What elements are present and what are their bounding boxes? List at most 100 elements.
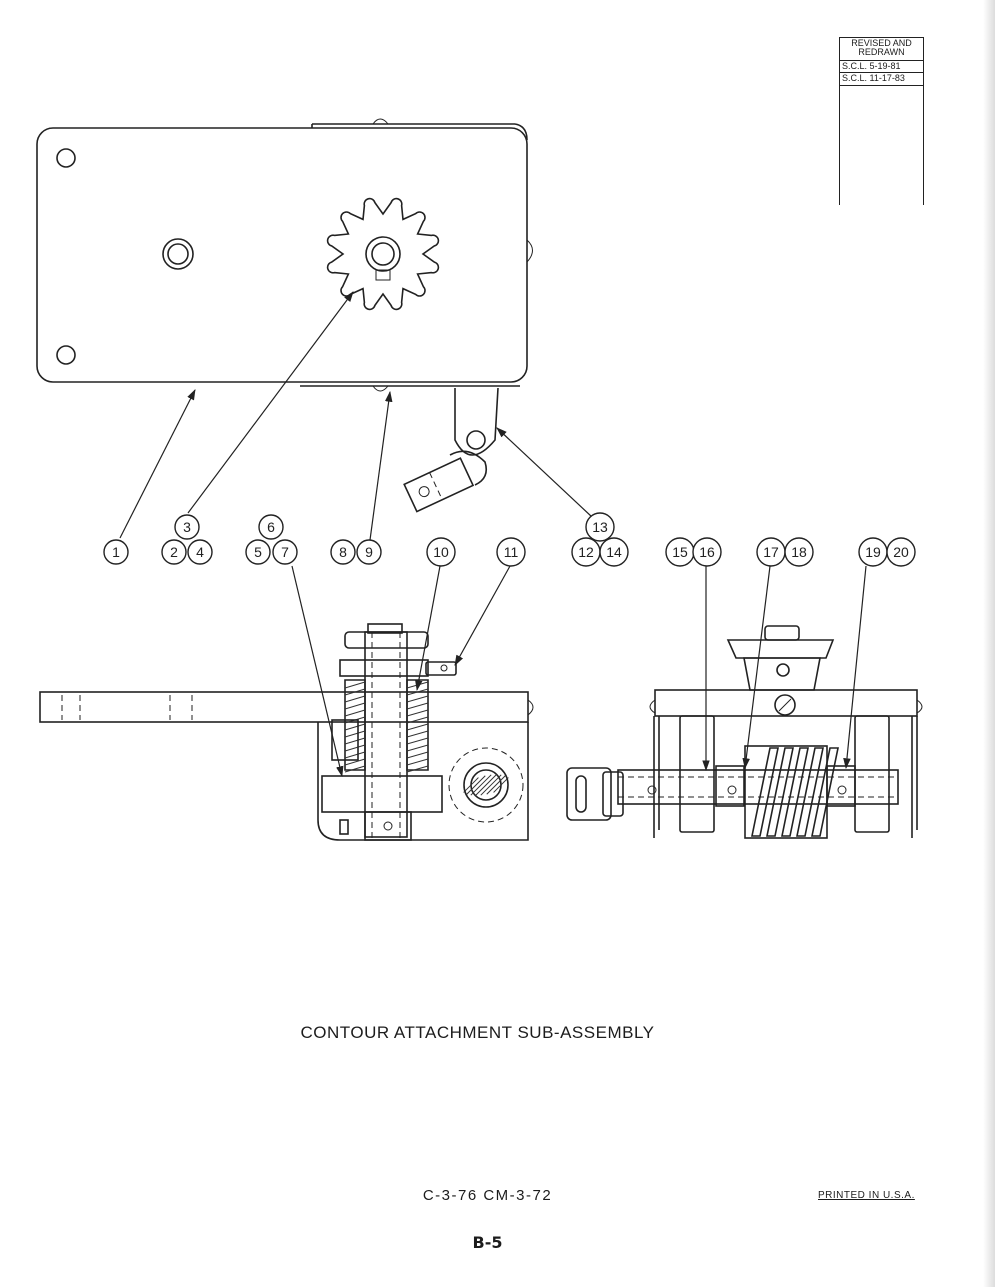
- right-bearing-block: [854, 715, 890, 833]
- clevis-hidden-line: [429, 472, 443, 500]
- collar-hole: [776, 663, 790, 677]
- callout-14: 14: [599, 537, 629, 567]
- bore-hatch-line: [486, 775, 506, 795]
- revision-header-line1: REVISED AND: [851, 38, 912, 48]
- spring-hatch-line: [344, 751, 366, 759]
- callout-15: 15: [665, 537, 695, 567]
- left-bearing-block: [679, 715, 715, 833]
- svg-text:20: 20: [893, 544, 909, 560]
- bore-hatch-line: [466, 775, 486, 795]
- lower-set-screw: [383, 821, 393, 831]
- collar-screw-left: [727, 785, 737, 795]
- tab-hole: [440, 664, 448, 672]
- svg-text:6: 6: [267, 519, 275, 535]
- clevis-block: [403, 457, 475, 513]
- spring-hatch-line: [344, 758, 366, 766]
- worm-threads: [751, 747, 839, 837]
- spring-hatch-line: [406, 695, 429, 703]
- svg-text:5: 5: [254, 544, 262, 560]
- left-web: [331, 719, 359, 761]
- svg-text:18: 18: [791, 544, 807, 560]
- bore-hatch-line: [463, 777, 479, 793]
- shaft-collar-right: [826, 765, 856, 807]
- section-view-left: [39, 623, 534, 841]
- svg-text:11: 11: [504, 544, 519, 560]
- horizontal-bore: [321, 775, 443, 813]
- screw-slot: [778, 698, 792, 712]
- plate-top-corner: [514, 123, 528, 141]
- hub-cap: [367, 623, 403, 634]
- clevis-pin: [466, 430, 486, 450]
- clevis-body: [403, 457, 475, 513]
- spring-hatching: [344, 681, 429, 773]
- clevis-set-screw: [418, 486, 430, 498]
- bottom-stud: [372, 385, 389, 392]
- leader-3: [187, 291, 354, 514]
- sprocket-teeth: [326, 197, 440, 311]
- callout-10: 10: [426, 537, 456, 567]
- leader-11: [454, 565, 511, 666]
- adjust-tab: [425, 661, 457, 676]
- top-plate-view: [36, 118, 533, 513]
- right-sprocket: [726, 639, 835, 659]
- callout-9: 9: [356, 539, 382, 565]
- spring-hatch-line: [406, 737, 429, 745]
- leader-10: [415, 565, 441, 692]
- spring-hatch-line: [406, 765, 429, 773]
- svg-text:13: 13: [592, 519, 608, 535]
- top-sprocket-hub: [344, 631, 429, 649]
- mount-hole-upper: [56, 148, 76, 168]
- side-stud: [526, 239, 533, 263]
- spring-hatch-line: [344, 765, 366, 773]
- spring-hatch-line: [406, 716, 429, 724]
- spring-hatch-line: [406, 723, 429, 731]
- printed-in-label: PRINTED IN U.S.A.: [818, 1190, 915, 1201]
- section-view-right: [566, 625, 923, 839]
- clevis-yoke: [449, 450, 488, 486]
- bore-hatch-line: [493, 777, 509, 793]
- revision-header-line2: REDRAWN: [858, 47, 905, 58]
- svg-text:19: 19: [865, 544, 881, 560]
- worm-thread: [781, 747, 809, 837]
- gear-housing: [317, 722, 529, 841]
- spring-hatch-line: [406, 730, 429, 738]
- end-clevis-neck: [602, 771, 624, 817]
- drawing-caption: CONTOUR ATTACHMENT SUB-ASSEMBLY: [300, 1023, 655, 1042]
- clevis-slot: [575, 775, 587, 813]
- callout-17: 17: [756, 537, 786, 567]
- leader-7: [291, 565, 344, 778]
- spring-hatch-line: [406, 702, 429, 710]
- right-hub-cap: [764, 625, 800, 641]
- coupling-screw: [647, 785, 657, 795]
- revision-entry-1: S.C.L. 5-19-81: [840, 59, 923, 72]
- worm-thread: [751, 747, 779, 837]
- svg-text:1: 1: [112, 544, 120, 560]
- svg-text:9: 9: [365, 544, 373, 560]
- sprocket-shaft: [371, 242, 395, 266]
- svg-text:14: 14: [606, 544, 622, 560]
- revision-block: REVISED AND REDRAWN S.C.L. 5-19-81 S.C.L…: [839, 37, 924, 205]
- callout-13: 13: [585, 512, 615, 542]
- gear-bore-hatching: [463, 774, 509, 796]
- bore-hatch-line: [480, 774, 502, 796]
- spring-hatch-line: [344, 744, 366, 752]
- revision-entry-2: S.C.L. 11-17-83: [840, 72, 923, 84]
- worm-thread: [811, 747, 839, 837]
- callout-12: 12: [571, 537, 601, 567]
- svg-text:8: 8: [339, 544, 347, 560]
- lower-hub: [364, 811, 412, 841]
- spring-hatch-line: [406, 758, 429, 766]
- callout-3: 3: [174, 514, 200, 540]
- sprocket-bore: [365, 236, 401, 272]
- section-base-bar: [39, 691, 529, 723]
- spring-hatch-line: [344, 709, 366, 717]
- worm-thread: [796, 747, 824, 837]
- callout-20: 20: [886, 537, 916, 567]
- svg-text:16: 16: [699, 544, 715, 560]
- svg-text:12: 12: [578, 544, 594, 560]
- collar: [339, 659, 429, 677]
- spring-hatch-line: [344, 688, 366, 696]
- clevis-bracket: [454, 387, 499, 456]
- spring-hatch-line: [344, 723, 366, 731]
- worm-shaft: [617, 769, 899, 805]
